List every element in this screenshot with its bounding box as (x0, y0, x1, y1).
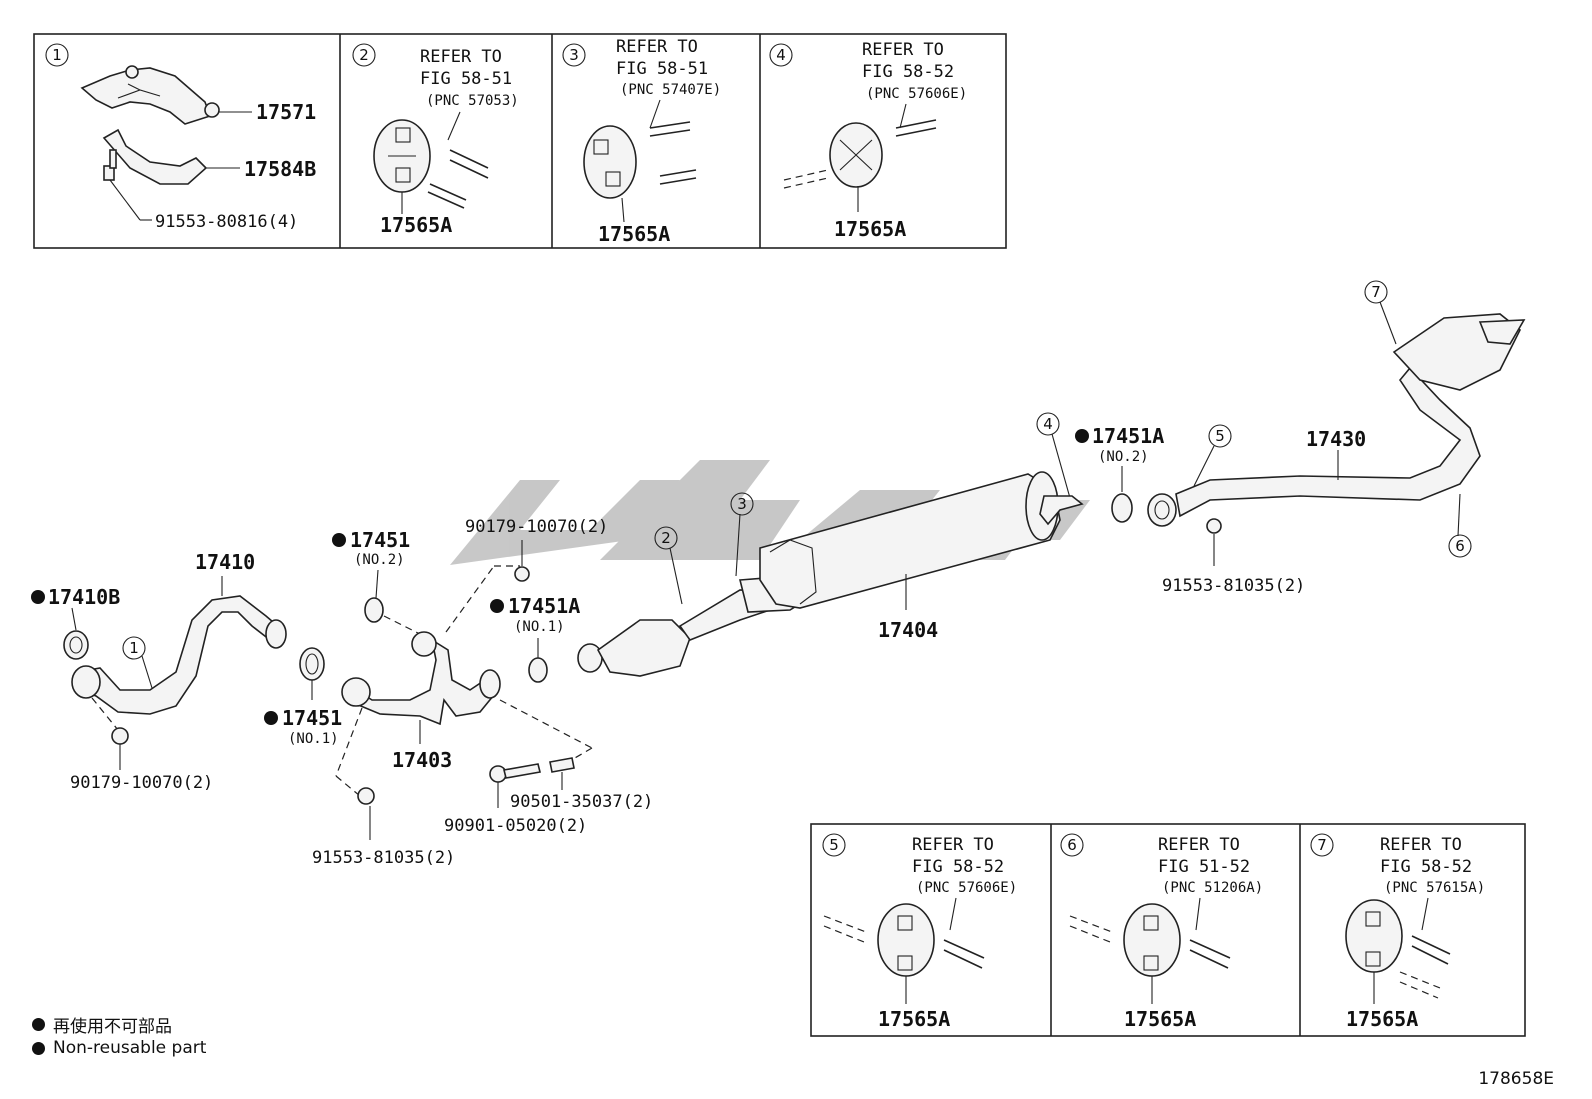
panel-4: 4 REFER TO FIG 58-52 (PNC 57606E) 17565A (769, 40, 967, 241)
legend-line-en: Non-reusable part (32, 1038, 206, 1058)
panel-6: 6 REFER TO FIG 51-52 (PNC 51206A) 17565A (1060, 833, 1263, 1031)
part-17565A: 17565A (380, 213, 452, 237)
bracket-upper (80, 67, 212, 125)
legend-text-jp: 再使用不可部品 (53, 1017, 172, 1037)
svg-text:4: 4 (1043, 415, 1053, 433)
svg-text:REFER TO: REFER TO (912, 835, 994, 855)
svg-text:7: 7 (1371, 283, 1381, 301)
front-pipe-17410: 17410 1 90179-10070(2) (70, 550, 287, 793)
bottom-reference-box (810, 823, 1526, 1037)
svg-text:17403: 17403 (392, 748, 452, 772)
svg-text:17451A: 17451A (1092, 424, 1164, 448)
legend-text-en: Non-reusable part (53, 1038, 207, 1058)
svg-text:(PNC 57407E): (PNC 57407E) (620, 82, 721, 98)
svg-text:1: 1 (129, 639, 139, 657)
part-17584B: 17584B (244, 157, 316, 181)
tail-pipe-17430: 17430 5 7 6 91553-81035(2) (1147, 280, 1526, 596)
svg-text:17565A: 17565A (1346, 1007, 1418, 1031)
svg-text:FIG 58-52: FIG 58-52 (912, 857, 1004, 877)
svg-text:17565A: 17565A (1124, 1007, 1196, 1031)
svg-text:90179-10070(2): 90179-10070(2) (70, 773, 213, 793)
panel-7: 7 REFER TO FIG 58-52 (PNC 57615A) 17565A (1310, 833, 1485, 1031)
panel-5: 5 REFER TO FIG 58-52 (PNC 57606E) 17565A (822, 833, 1017, 1031)
svg-text:17451: 17451 (282, 706, 342, 730)
svg-text:(NO.2): (NO.2) (1098, 449, 1149, 465)
gasket-17410B: 17410B (31, 585, 120, 660)
svg-text:17430: 17430 (1306, 427, 1366, 451)
panel-number: 1 (52, 46, 62, 64)
gasket-17451-no2: 17451 (NO.2) (332, 528, 421, 635)
svg-text:90501-35037(2): 90501-35037(2) (510, 792, 653, 812)
svg-text:(PNC 57053): (PNC 57053) (426, 93, 519, 109)
svg-text:17451A: 17451A (508, 594, 580, 618)
bullet-icon (32, 1018, 45, 1031)
svg-text:17410B: 17410B (48, 585, 120, 609)
gasket-17451A-no1: 17451A (NO.1) (490, 594, 580, 683)
svg-text:FIG 58-51: FIG 58-51 (616, 59, 708, 79)
svg-text:REFER TO: REFER TO (862, 40, 944, 60)
svg-text:17404: 17404 (878, 618, 938, 642)
svg-text:6: 6 (1067, 836, 1077, 854)
muffler-17404: 17404 2 3 4 (577, 412, 1084, 677)
gasket-17451A-no2: 17451A (NO.2) (1075, 424, 1164, 523)
panel-2: 2 REFER TO FIG 58-51 (PNC 57053) 17565A (352, 43, 519, 237)
svg-text:REFER TO: REFER TO (616, 37, 698, 57)
part-91553-80816: 91553-80816(4) (155, 212, 298, 232)
svg-text:(PNC 57606E): (PNC 57606E) (916, 880, 1017, 896)
svg-text:FIG 58-52: FIG 58-52 (862, 62, 954, 82)
panel-3: 3 REFER TO FIG 58-51 (PNC 57407E) 17565A (562, 37, 721, 246)
svg-text:2: 2 (661, 529, 671, 547)
svg-text:90179-10070(2): 90179-10070(2) (465, 517, 608, 537)
legend-line-jp: 再使用不可部品 (32, 1012, 172, 1037)
svg-text:17565A: 17565A (834, 217, 906, 241)
bracket-lower (102, 128, 208, 185)
svg-text:3: 3 (737, 495, 747, 513)
svg-text:(NO.2): (NO.2) (354, 552, 405, 568)
svg-text:(NO.1): (NO.1) (514, 619, 565, 635)
svg-text:7: 7 (1317, 836, 1327, 854)
svg-text:2: 2 (359, 46, 369, 64)
center-pipe-17403: 17403 (335, 565, 593, 797)
svg-text:5: 5 (1215, 427, 1225, 445)
svg-text:(NO.1): (NO.1) (288, 731, 339, 747)
svg-text:90901-05020(2): 90901-05020(2) (444, 816, 587, 836)
svg-text:6: 6 (1455, 537, 1465, 555)
svg-text:91553-81035(2): 91553-81035(2) (312, 848, 455, 868)
svg-text:(PNC 57606E): (PNC 57606E) (866, 86, 967, 102)
svg-text:FIG 58-51: FIG 58-51 (420, 69, 512, 89)
svg-text:5: 5 (829, 836, 839, 854)
part-17571: 17571 (256, 100, 316, 124)
svg-text:REFER TO: REFER TO (1158, 835, 1240, 855)
svg-text:(PNC 51206A): (PNC 51206A) (1162, 880, 1263, 896)
bolts-90901-90501: 91553-81035(2) 90501-35037(2) 90901-0502… (312, 757, 653, 868)
svg-text:4: 4 (776, 46, 786, 64)
svg-text:91553-81035(2): 91553-81035(2) (1162, 576, 1305, 596)
top-reference-box (33, 33, 1007, 249)
bullet-icon (32, 1041, 45, 1055)
svg-text:17451: 17451 (350, 528, 410, 552)
callout-circle (45, 43, 69, 67)
svg-text:REFER TO: REFER TO (1380, 835, 1462, 855)
svg-text:(PNC 57615A): (PNC 57615A) (1384, 880, 1485, 896)
svg-text:FIG 58-52: FIG 58-52 (1380, 857, 1472, 877)
svg-text:REFER TO: REFER TO (420, 47, 502, 67)
svg-text:FIG 51-52: FIG 51-52 (1158, 857, 1250, 877)
gasket-17451-no1: 17451 (NO.1) (264, 647, 342, 747)
figure-id: 178658E (1478, 1069, 1554, 1089)
panel-1: 1 17571 17584B 91553-80816(4) (45, 43, 316, 232)
svg-text:17565A: 17565A (878, 1007, 950, 1031)
svg-text:3: 3 (569, 46, 579, 64)
svg-text:17565A: 17565A (598, 222, 670, 246)
nut-90179-b: 90179-10070(2) (465, 517, 608, 582)
svg-text:17410: 17410 (195, 550, 255, 574)
